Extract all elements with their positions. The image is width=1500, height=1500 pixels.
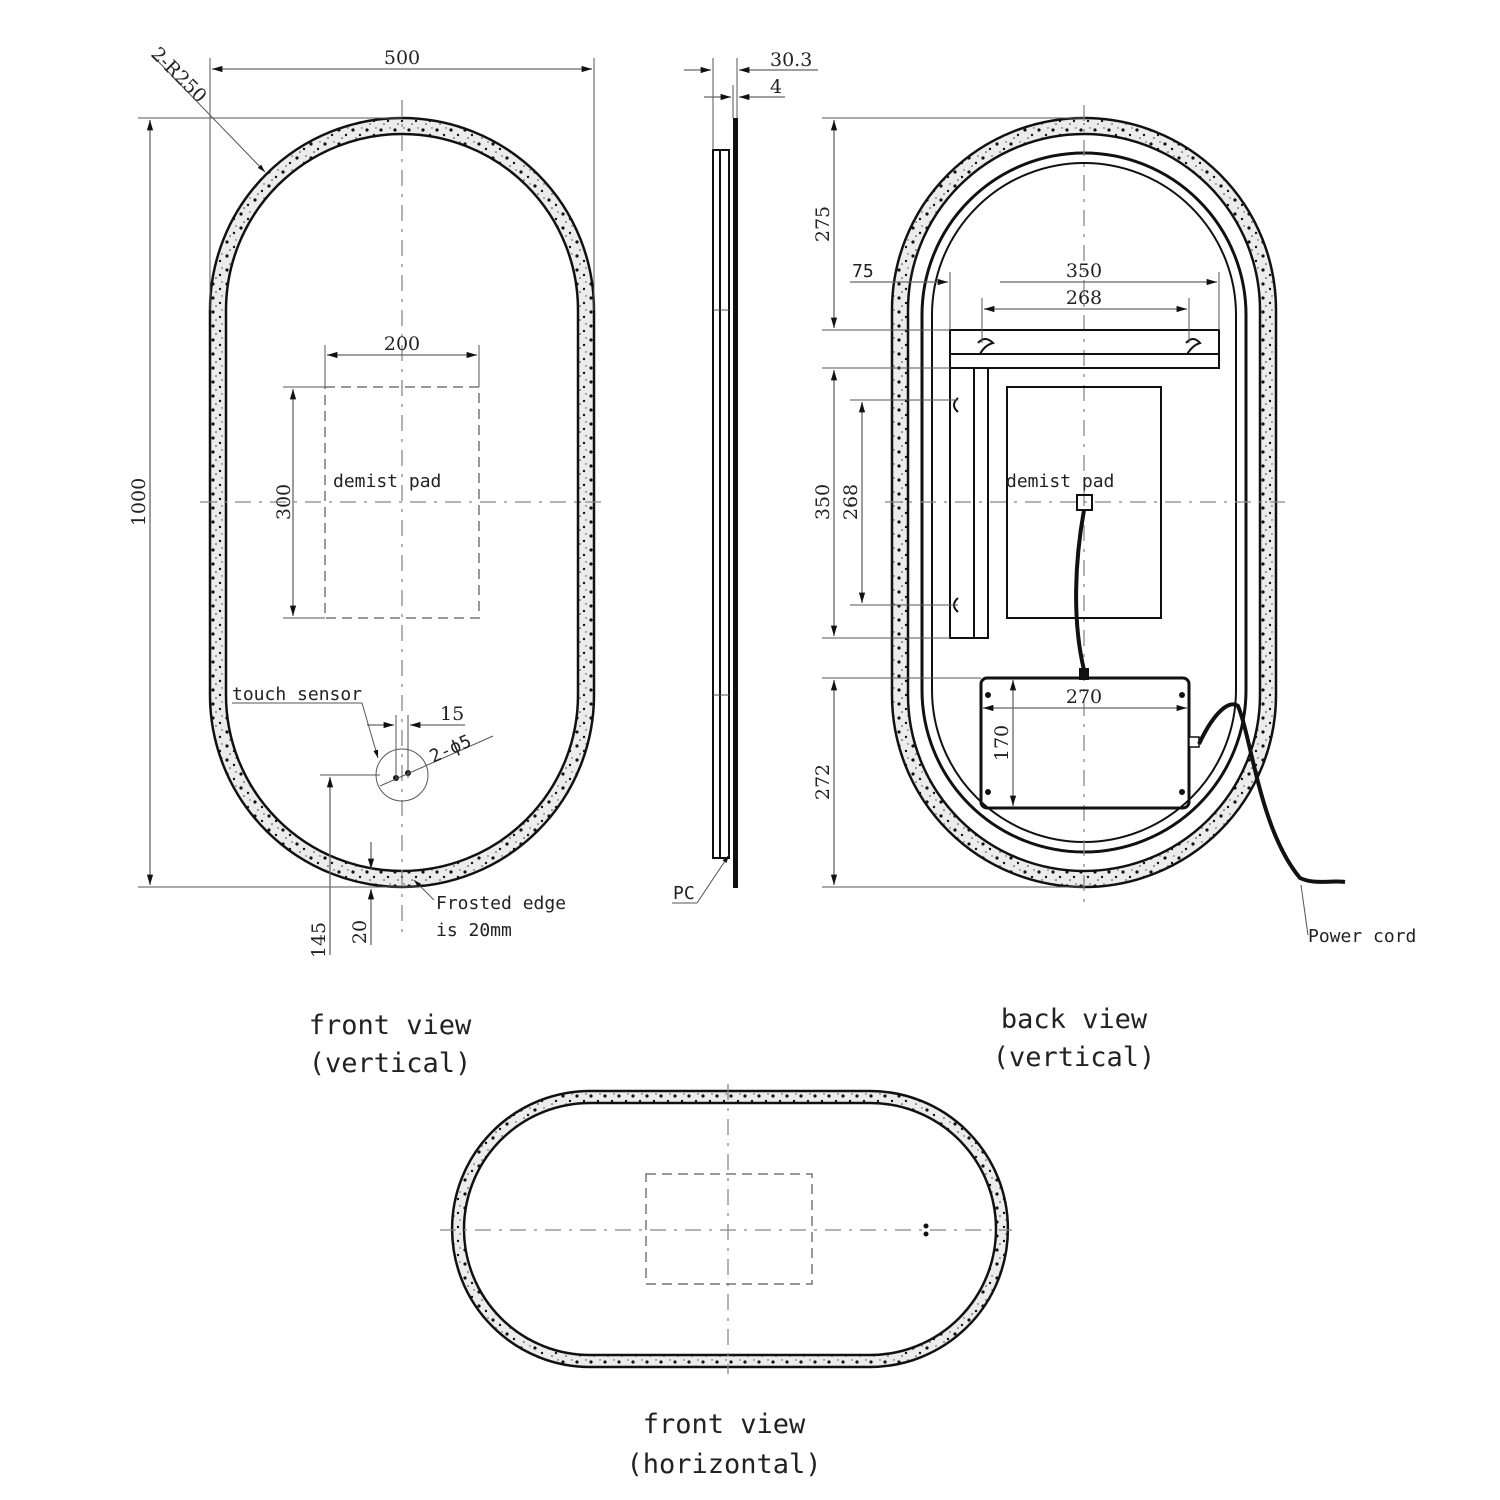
hook-vertical-spacing-dimension: 268 <box>840 484 862 520</box>
frosted-edge <box>208 116 596 889</box>
top-offset-dimension: 275 <box>812 206 834 242</box>
bottom-offset-dimension: 272 <box>812 764 834 800</box>
horizontal-bracket <box>949 329 1220 369</box>
sensor-from-bottom-dimension: 145 <box>308 922 330 958</box>
width-dimension: 500 <box>384 47 420 69</box>
back-demist-pad-label: demist pad <box>1006 471 1114 492</box>
front-view-horizontal-title-line2: (horizontal) <box>626 1449 821 1480</box>
demist-pad-label: demist pad <box>333 471 441 492</box>
power-cord <box>1197 702 1346 884</box>
bracket-vertical-length-dimension: 350 <box>812 484 834 520</box>
glass-thickness-dimension: 4 <box>770 76 782 98</box>
driver-height-dimension: 170 <box>991 725 1013 761</box>
glass-panel <box>733 118 738 888</box>
frame-profile <box>712 149 730 859</box>
demist-wire <box>1074 509 1086 671</box>
demist-height-dimension: 300 <box>273 484 295 520</box>
total-depth-dimension: 30.3 <box>770 49 812 71</box>
frosted-edge-label-line1: Frosted edge <box>436 893 566 914</box>
back-view-title-line2: (vertical) <box>993 1042 1156 1073</box>
front-view-vertical-title-line2: (vertical) <box>309 1048 472 1079</box>
front-view-vertical: 500 2-R250 1000 200 300 demist pad 2-ϕ5 … <box>128 43 605 1079</box>
vertical-bracket <box>949 367 989 639</box>
back-frosted-edge <box>890 116 1278 889</box>
side-view: 30.3 4 PC <box>672 49 818 904</box>
horizontal-demist-pad-outline <box>645 1173 813 1285</box>
driver-width-dimension: 270 <box>1066 686 1102 708</box>
touch-sensor-label: touch sensor <box>232 684 362 705</box>
demist-width-dimension: 200 <box>384 333 420 355</box>
back-view-vertical: demist pad 270 170 Power cord 275 350 27… <box>812 105 1416 1073</box>
power-cord-label: Power cord <box>1308 926 1416 947</box>
sensor-dot <box>923 1223 929 1229</box>
front-view-horizontal-title-line1: front view <box>643 1409 806 1440</box>
sensor-holes-dimension: 2-ϕ5 <box>426 731 474 768</box>
front-view-vertical-title-line1: front view <box>309 1010 472 1041</box>
radius-dimension: 2-R250 <box>146 43 210 107</box>
back-view-title-line1: back view <box>1001 1004 1148 1035</box>
back-demist-pad <box>1006 386 1162 619</box>
sensor-spacing-dimension: 15 <box>440 703 464 725</box>
pc-label: PC <box>673 883 695 904</box>
demist-connector <box>1076 494 1093 511</box>
horizontal-frosted-edge <box>450 1089 1010 1369</box>
bracket-horizontal-length-dimension: 350 <box>1066 260 1102 282</box>
frost-width-dimension: 20 <box>349 920 371 944</box>
back-frame-inner <box>931 162 1237 843</box>
bracket-offset-dimension: 75 <box>852 261 874 282</box>
back-frame-outer <box>920 151 1248 854</box>
front-view-horizontal: front view (horizontal) <box>440 1084 1012 1480</box>
height-dimension: 1000 <box>128 478 150 526</box>
hook-horizontal-spacing-dimension: 268 <box>1066 287 1102 309</box>
frosted-edge-label-line2: is 20mm <box>436 920 512 941</box>
